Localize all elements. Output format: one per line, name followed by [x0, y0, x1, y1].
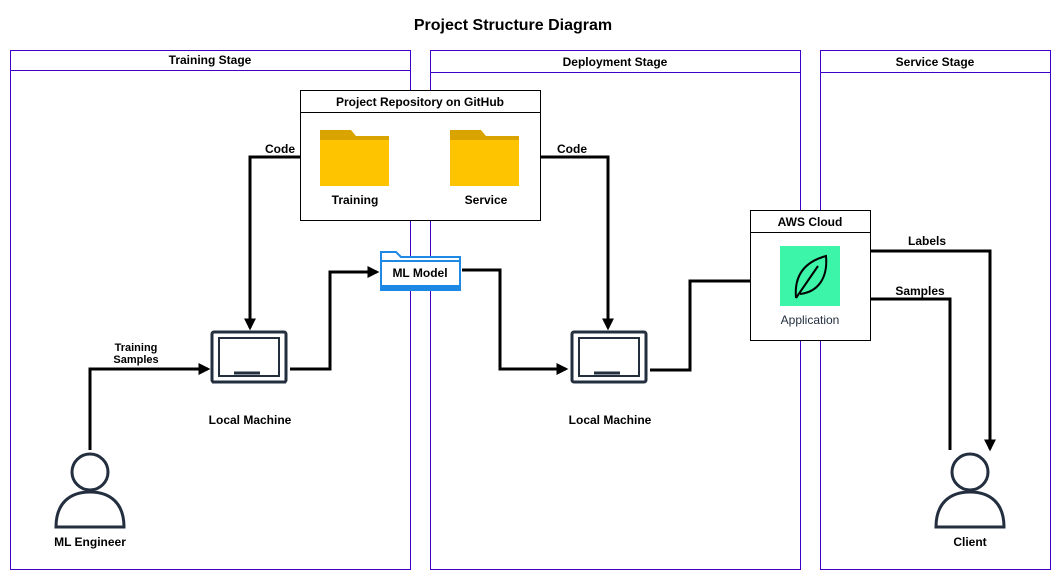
edge-to-ml-model: [290, 266, 380, 371]
ml-engineer-label: ML Engineer: [54, 535, 126, 549]
edge-code-left: [244, 155, 320, 331]
edges: [88, 155, 996, 452]
local-machine-deploy-label: Local Machine: [569, 413, 652, 427]
edge-samples: [840, 293, 952, 450]
lane-training: Training Stage: [10, 50, 411, 570]
edge-label-code-right: Code: [557, 142, 587, 156]
diagram-title: Project Structure Diagram: [414, 17, 612, 34]
edge-ml-model-to-deploy: [462, 268, 569, 375]
person-icon-ml-engineer: [54, 452, 126, 529]
folder-label-training: Training: [332, 193, 379, 207]
leaf-icon: [794, 254, 828, 299]
edge-label-training: Training: [115, 342, 158, 354]
computer-icon-training: [210, 330, 288, 384]
application-label: Application: [781, 313, 840, 327]
edge-code-right: [520, 155, 614, 331]
edge-label-code-left: Code: [265, 142, 295, 156]
aws-cloud-title: AWS Cloud: [778, 215, 843, 229]
ml-model-node: ML Model: [380, 251, 461, 291]
folder-icon-training: [320, 130, 389, 186]
person-icon-client: [934, 452, 1006, 529]
aws-cloud-box: AWS Cloud Application: [750, 210, 871, 341]
repo-box: Project Repository on GitHub Training Se…: [300, 90, 541, 221]
edge-label-samples: Samples: [895, 284, 945, 298]
edge-label-labels: Labels: [908, 234, 946, 248]
client-label: Client: [953, 535, 986, 549]
folder-label-service: Service: [465, 193, 508, 207]
local-machine-training-label: Local Machine: [209, 413, 292, 427]
edge-deploy-to-app: [650, 275, 780, 372]
edge-training-samples: [88, 363, 211, 450]
folder-icon-service: [450, 130, 519, 186]
computer-icon-deploy: [570, 330, 648, 384]
lane-service: Service Stage: [820, 50, 1051, 570]
repo-title: Project Repository on GitHub: [336, 95, 504, 109]
ml-model-label: ML Model: [392, 266, 447, 280]
lane-deployment-title: Deployment Stage: [563, 55, 668, 69]
edge-labels: [842, 249, 996, 452]
edge-label-samples-training: Samples: [113, 354, 158, 366]
lane-service-title: Service Stage: [896, 55, 975, 69]
lane-training-title: Training Stage: [169, 53, 252, 67]
